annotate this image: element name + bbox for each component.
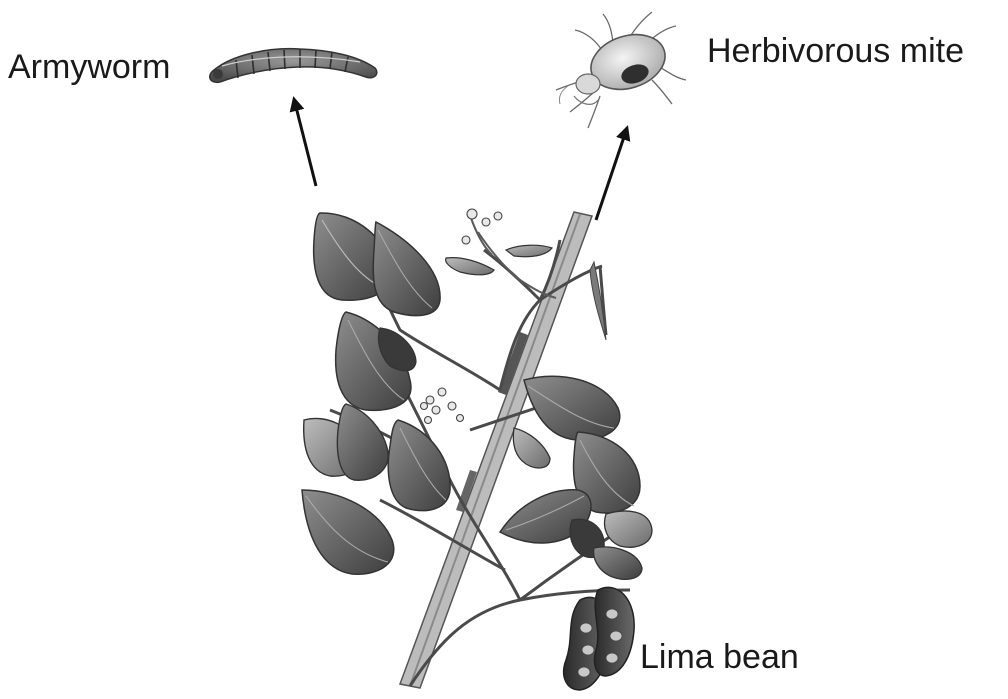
lima-bean-label: Lima bean xyxy=(640,640,799,674)
armyworm-illustration xyxy=(210,49,377,83)
armyworm-label: Armyworm xyxy=(8,50,170,84)
herbivorous-mite-label: Herbivorous mite xyxy=(707,34,964,68)
arrow-to-armyworm xyxy=(294,99,316,186)
herbivorous-mite-illustration xyxy=(556,12,686,128)
arrow-to-mite xyxy=(596,128,627,220)
lima-bean-pods xyxy=(564,587,634,690)
lima-bean-plant-illustration xyxy=(302,209,652,690)
